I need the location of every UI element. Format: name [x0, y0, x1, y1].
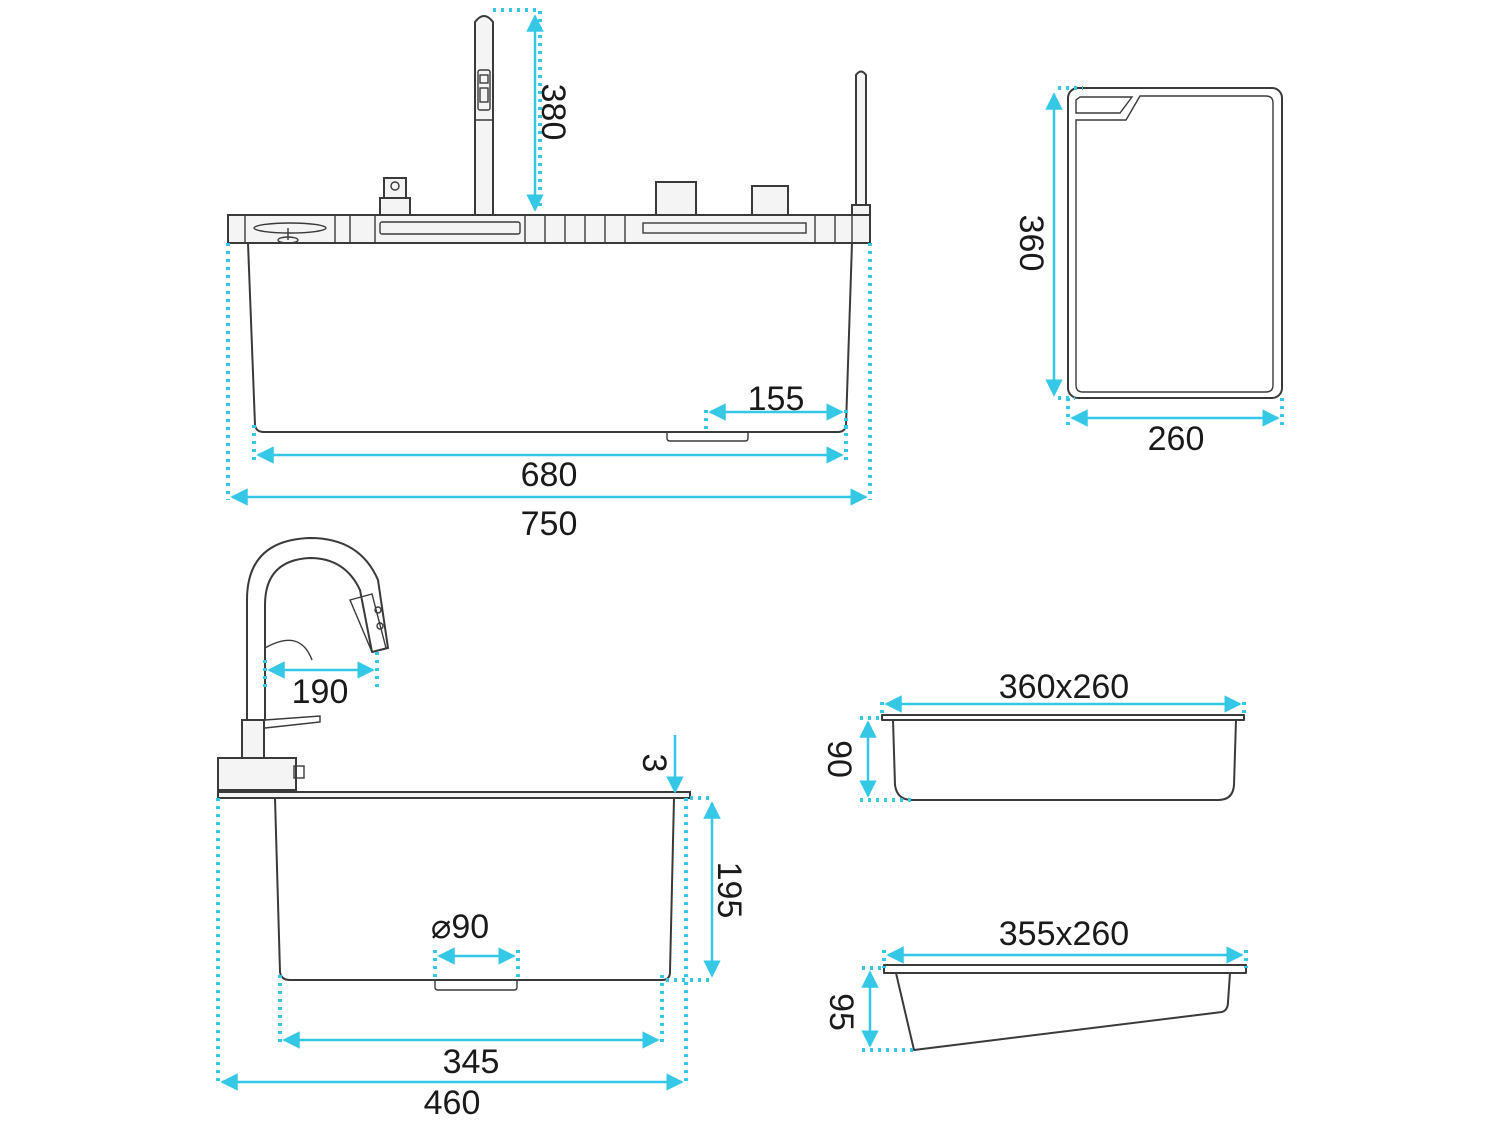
control-box-icon [217, 757, 297, 791]
side-flange-icon [217, 791, 691, 799]
accessory-block-icon [655, 181, 697, 216]
sink-deck-icon [227, 214, 871, 244]
faucet-height-label: 380 [534, 84, 572, 141]
pull-out-faucet-icon [474, 15, 494, 216]
basket-tapered-icon [895, 972, 1231, 1051]
overall-width-label: 750 [521, 505, 578, 543]
basket-rect-height-label: 90 [820, 740, 858, 778]
drain-offset-label: 155 [748, 380, 805, 418]
cutting-board: 360 260 [1012, 86, 1284, 458]
basket-rect-size-label: 360x260 [999, 668, 1129, 706]
basket-tapered-size-label: 355x260 [999, 915, 1129, 953]
soap-dispenser-icon [379, 177, 411, 217]
side-drain-icon [434, 980, 518, 991]
gooseneck-faucet-icon [246, 537, 389, 721]
accessory-cup-icon [751, 185, 789, 216]
faucet-base-icon [241, 719, 265, 759]
basket-tapered-height-label: 95 [822, 993, 860, 1031]
bowl-inner-width-label: 345 [443, 1043, 500, 1081]
sink-bowl-side-icon [274, 797, 675, 981]
basket-tapered: 355x260 95 [822, 915, 1248, 1052]
overall-depth-label: 460 [424, 1084, 481, 1122]
flange-thickness-label: 3 [635, 754, 673, 773]
spout-reach-label: 190 [292, 673, 349, 711]
basket-rectangular-icon [892, 719, 1237, 801]
bowl-width-label: 680 [521, 456, 578, 494]
board-length-label: 360 [1012, 215, 1050, 272]
front-dimension-guides [226, 8, 872, 500]
drain-tab-icon [666, 432, 749, 442]
side-view: 190 3 195 ⌀90 345 460 [216, 537, 748, 1122]
board-width-label: 260 [1148, 420, 1205, 458]
basket-rectangular: 360x260 90 [820, 668, 1246, 802]
side-faucet-icon [851, 70, 871, 218]
drain-diameter-label: ⌀90 [431, 908, 489, 946]
front-view: 380 750 680 155 [226, 8, 872, 543]
bowl-depth-label: 195 [710, 862, 748, 919]
side-dimension-guides [216, 652, 714, 1085]
cutting-board-icon [1067, 87, 1283, 399]
